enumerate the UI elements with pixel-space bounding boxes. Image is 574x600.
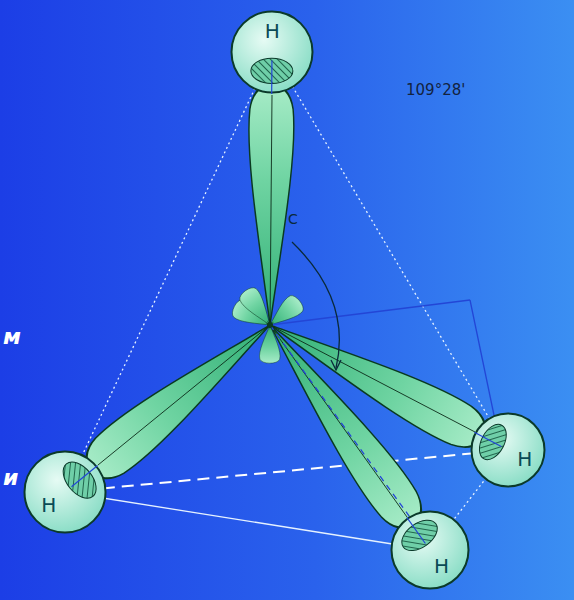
atom-circle [23,450,107,534]
atom-symbol: H [434,556,449,576]
tetrahedron-edges [65,52,508,550]
atom-circle [470,412,546,488]
text-fragment: м [3,325,21,349]
angle-arc [292,242,341,370]
atom-symbol: H [517,449,532,469]
carbon-nucleus [267,322,273,328]
atom-symbol: H [265,21,280,41]
hydrogen-atom: H [230,10,314,94]
atom-symbol: H [41,495,56,515]
hydrogen-atom: H [23,450,107,534]
hydrogen-atom: H [390,510,470,590]
angle-label: 109°28' [406,82,465,99]
hydrogen-atom: H [470,412,546,488]
bond-axes [98,95,475,517]
hybrid-lobes [76,84,494,538]
blue-axes [270,300,495,520]
atom-label: C [288,212,298,227]
text-fragment: и [3,466,18,490]
atom-circle [390,510,470,590]
